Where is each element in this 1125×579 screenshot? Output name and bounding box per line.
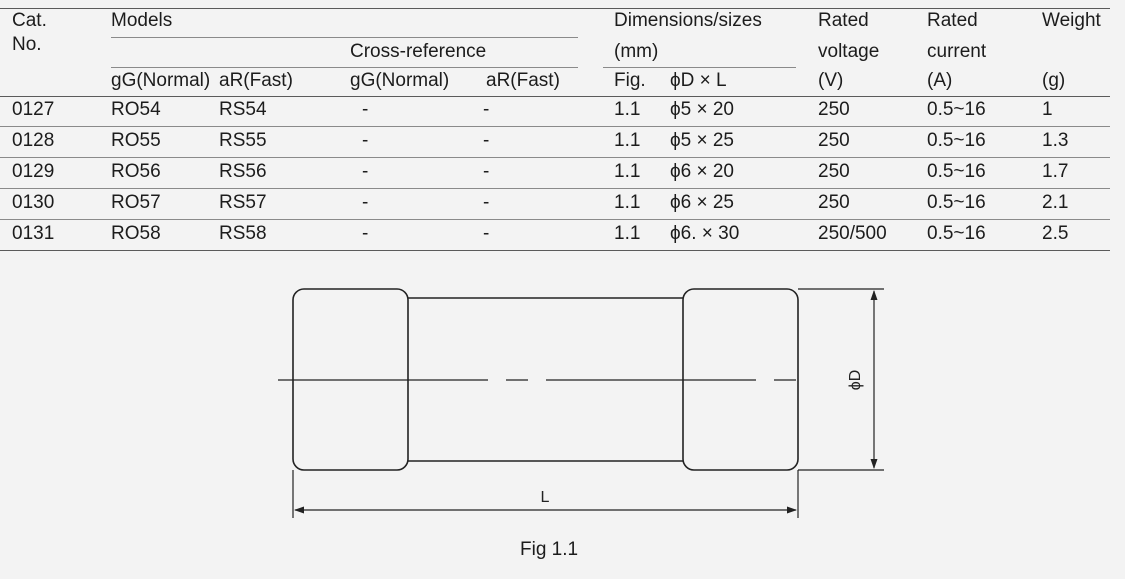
figure-caption: Fig 1.1 xyxy=(520,539,579,560)
cross-reference-rule xyxy=(111,67,578,68)
row-0127-current: 0.5~16 xyxy=(927,99,986,120)
row-0129-current: 0.5~16 xyxy=(927,161,986,182)
row-0129-xref-ar: - xyxy=(483,161,490,182)
row-0128-ar: RS55 xyxy=(219,130,267,151)
row-0130-dxl: ϕ6 × 25 xyxy=(670,192,734,213)
row-0127-weight: 1 xyxy=(1042,99,1053,120)
header-rated-current-line1: Rated xyxy=(927,10,978,31)
row-0127-cat: 0127 xyxy=(12,99,55,120)
row-0128-cat: 0128 xyxy=(12,130,55,151)
row-0130-fig: 1.1 xyxy=(614,192,641,213)
row-0128-dxl: ϕ5 × 25 xyxy=(670,130,734,151)
length-dimension xyxy=(292,470,799,518)
row-0130-voltage: 250 xyxy=(818,192,850,213)
diameter-arrow-top xyxy=(870,290,878,300)
row-0131-fig: 1.1 xyxy=(614,223,641,244)
subheader-gg-normal: gG(Normal) xyxy=(111,70,211,91)
row-0129-rule xyxy=(0,188,1110,189)
row-0130-cat: 0130 xyxy=(12,192,55,213)
row-0130-ar: RS57 xyxy=(219,192,267,213)
header-rated-current-line2: current xyxy=(927,41,987,62)
header-cross-reference: Cross-reference xyxy=(350,41,487,62)
length-label: L xyxy=(541,489,550,506)
row-0128-gg: RO55 xyxy=(111,130,161,151)
row-0127-xref-gg: - xyxy=(362,99,369,120)
row-0128-current: 0.5~16 xyxy=(927,130,986,151)
row-0130-current: 0.5~16 xyxy=(927,192,986,213)
header-dimensions-line2: (mm) xyxy=(614,41,659,62)
subheader-xref-gg-normal: gG(Normal) xyxy=(350,70,450,91)
row-0127-xref-ar: - xyxy=(483,99,490,120)
header-rated-current-unit: (A) xyxy=(927,70,953,91)
row-0131-cat: 0131 xyxy=(12,223,55,244)
subheader-ar-fast: aR(Fast) xyxy=(219,70,293,91)
length-arrow-right xyxy=(787,506,797,514)
header-weight: Weight xyxy=(1042,10,1101,31)
subheader-diameter-length: ϕD × L xyxy=(670,70,727,91)
row-0127-gg: RO54 xyxy=(111,99,161,120)
row-0128-xref-ar: - xyxy=(483,130,490,151)
header-dimensions-line1: Dimensions/sizes xyxy=(614,10,762,31)
header-rated-voltage-line2: voltage xyxy=(818,41,880,62)
table-top-rule xyxy=(0,8,1110,9)
row-0129-weight: 1.7 xyxy=(1042,161,1069,182)
row-0128-xref-gg: - xyxy=(362,130,369,151)
row-0130-rule xyxy=(0,219,1110,220)
row-0131-xref-gg: - xyxy=(362,223,369,244)
row-0128-rule xyxy=(0,157,1110,158)
row-0129-xref-gg: - xyxy=(362,161,369,182)
row-0129-dxl: ϕ6 × 20 xyxy=(670,161,734,182)
row-0129-voltage: 250 xyxy=(818,161,850,182)
row-0131-weight: 2.5 xyxy=(1042,223,1069,244)
header-weight-unit: (g) xyxy=(1042,70,1066,91)
row-0130-xref-ar: - xyxy=(483,192,490,213)
header-cat-no-line2: No. xyxy=(12,34,42,55)
row-0129-fig: 1.1 xyxy=(614,161,641,182)
row-0128-weight: 1.3 xyxy=(1042,130,1069,151)
diameter-label: ϕD xyxy=(847,370,864,391)
row-0127-dxl: ϕ5 × 20 xyxy=(670,99,734,120)
row-0127-fig: 1.1 xyxy=(614,99,641,120)
row-0130-gg: RO57 xyxy=(111,192,161,213)
row-0129-gg: RO56 xyxy=(111,161,161,182)
row-0127-ar: RS54 xyxy=(219,99,267,120)
subheader-xref-ar-fast: aR(Fast) xyxy=(486,70,560,91)
length-arrow-left xyxy=(294,506,304,514)
models-rule xyxy=(111,37,578,38)
row-0130-weight: 2.1 xyxy=(1042,192,1069,213)
table-bottom-rule xyxy=(0,250,1110,251)
row-0129-ar: RS56 xyxy=(219,161,267,182)
header-cat-no-line1: Cat. xyxy=(12,10,47,31)
diameter-arrow-bottom xyxy=(870,459,878,469)
row-0131-current: 0.5~16 xyxy=(927,223,986,244)
row-0128-fig: 1.1 xyxy=(614,130,641,151)
header-rated-voltage-unit: (V) xyxy=(818,70,844,91)
row-0129-cat: 0129 xyxy=(12,161,55,182)
row-0131-xref-ar: - xyxy=(483,223,490,244)
row-0127-rule xyxy=(0,126,1110,127)
row-0131-gg: RO58 xyxy=(111,223,161,244)
header-rated-voltage-line1: Rated xyxy=(818,10,869,31)
header-bottom-rule xyxy=(0,96,1110,97)
row-0128-voltage: 250 xyxy=(818,130,850,151)
header-models: Models xyxy=(111,10,173,31)
row-0131-dxl: ϕ6. × 30 xyxy=(670,223,740,244)
row-0131-ar: RS58 xyxy=(219,223,267,244)
dimensions-rule xyxy=(603,67,796,68)
row-0130-xref-gg: - xyxy=(362,192,369,213)
diameter-dimension xyxy=(798,288,884,471)
row-0131-voltage: 250/500 xyxy=(818,223,887,244)
subheader-fig: Fig. xyxy=(614,70,646,91)
row-0127-voltage: 250 xyxy=(818,99,850,120)
